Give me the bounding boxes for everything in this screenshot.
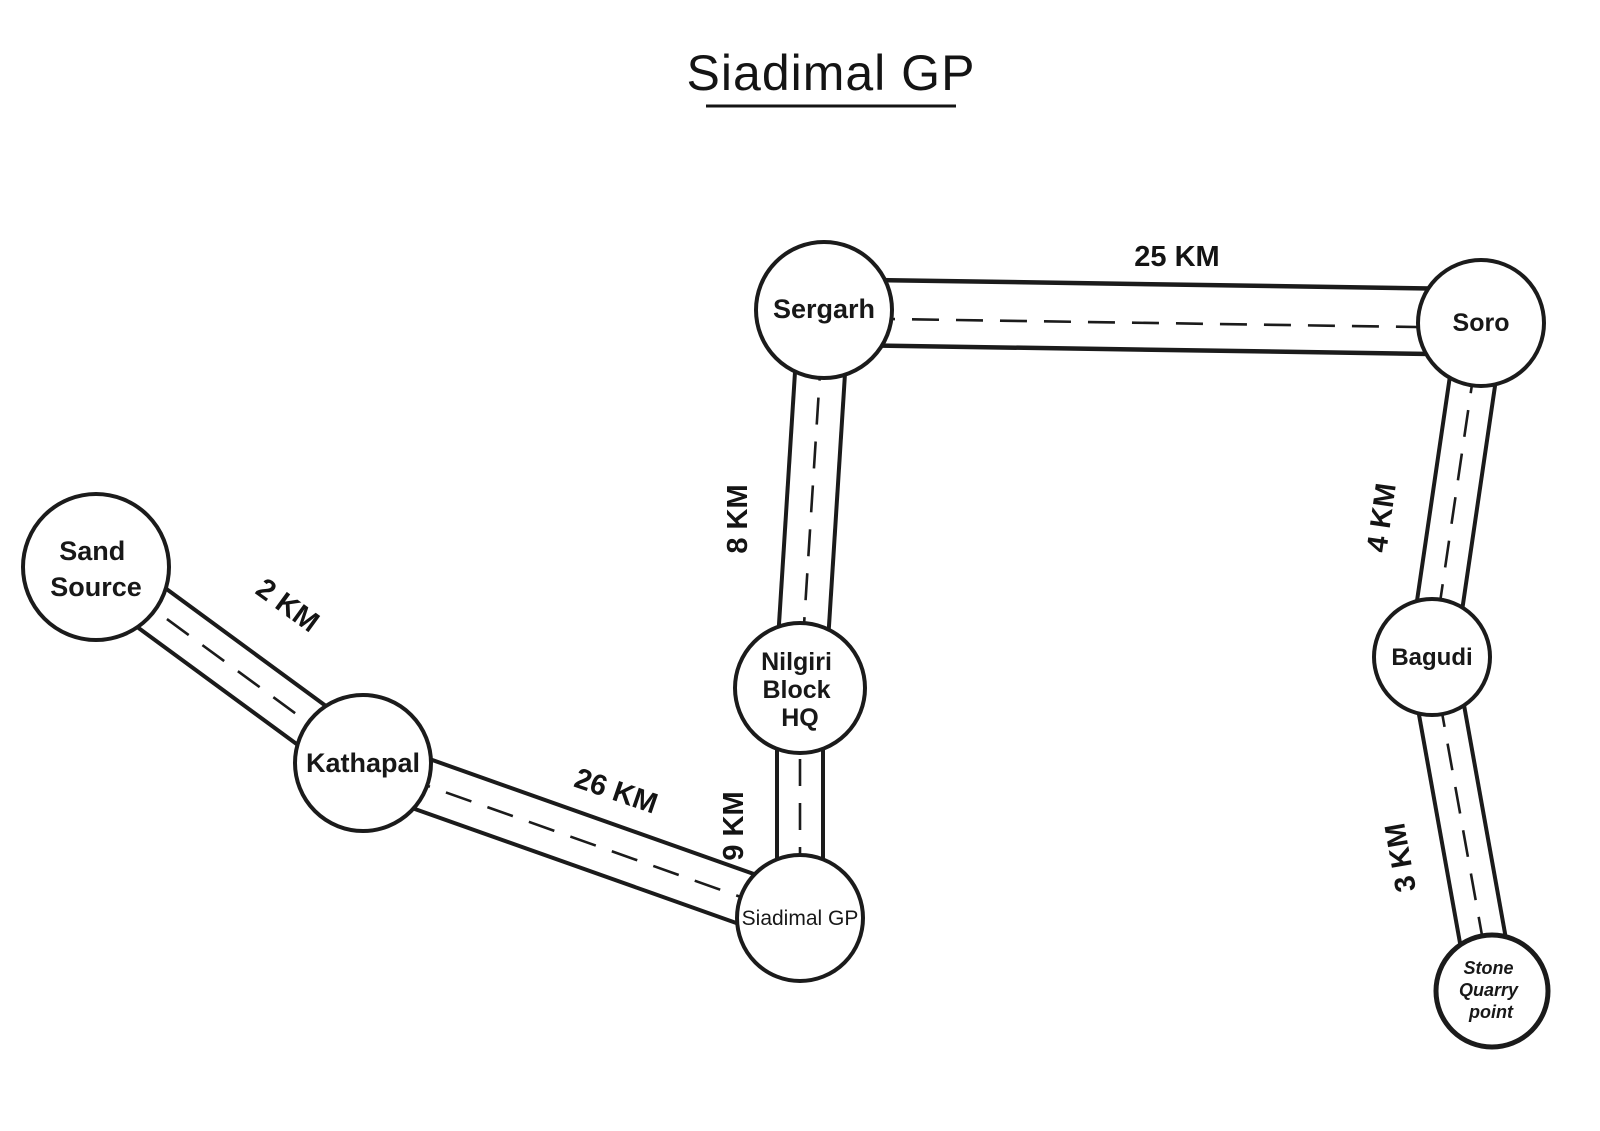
node-siadimal-gp: Siadimal GP: [735, 853, 865, 983]
road-centerline: [362, 761, 801, 920]
node-kathapal-circle: [293, 693, 433, 833]
node-nilgiri-label-line1: Nilgiri: [761, 648, 832, 676]
distance-label-sand-kathapal: 2 KM: [250, 572, 325, 639]
node-sergarh: Sergarh: [754, 240, 894, 380]
node-stone-quarry-label-line3: point: [1468, 1002, 1514, 1022]
node-bagudi-circle: [1372, 597, 1492, 717]
distance-label-soro-bagudi: 4 KM: [1361, 481, 1402, 554]
node-nilgiri-label-line2: Block: [762, 676, 830, 704]
svg-text:Sand Source: Sand Source: [50, 536, 142, 602]
node-stone-quarry-circle: [1433, 932, 1551, 1050]
distance-label-nilgiri-sergarh: 8 KM: [722, 484, 754, 553]
distance-label-sergarh-soro: 25 KM: [1134, 241, 1219, 273]
node-soro-circle: [1416, 258, 1546, 388]
node-siadimal-gp-label: Siadimal GP: [742, 907, 859, 930]
road-surface: [823, 281, 1482, 353]
road-centerline: [823, 316, 1482, 330]
road-kathapal-siadimal-gp: [353, 736, 810, 945]
svg-text:Nilgiri Block HQ: Nilgiri Block HQ: [761, 648, 839, 732]
page-title: Siadimal GP: [687, 45, 976, 101]
node-sand-source-label-line2: Source: [50, 572, 142, 602]
node-nilgiri-block-hq-circle: [733, 621, 867, 755]
node-kathapal: Kathapal: [293, 693, 433, 833]
node-sergarh-circle: [754, 240, 894, 380]
node-nilgiri-block-hq: Nilgiri Block HQ: [733, 621, 867, 755]
distance-label-siadimal-nilgiri: 9 KM: [718, 791, 750, 860]
node-nilgiri-label-line3: HQ: [781, 704, 819, 732]
node-bagudi: Bagudi: [1372, 597, 1492, 717]
node-stone-quarry-label-line2: Quarry: [1459, 980, 1519, 1000]
node-stone-quarry-label-line1: Stone: [1463, 958, 1513, 978]
node-sand-source-circle: [21, 492, 171, 642]
node-sand-source-label-line1: Sand: [59, 536, 125, 566]
node-soro-label: Soro: [1453, 309, 1510, 337]
road-sergarh-soro: [823, 277, 1482, 357]
node-kathapal-label: Kathapal: [306, 748, 420, 778]
node-sergarh-label: Sergarh: [773, 294, 875, 324]
node-soro: Soro: [1416, 258, 1546, 388]
svg-text:Stone Quarry point: Stone Quarry point: [1459, 958, 1523, 1022]
node-stone-quarry-point: Stone Quarry point: [1433, 932, 1551, 1050]
distance-label-bagudi-quarry: 3 KM: [1379, 821, 1423, 895]
node-sand-source: Sand Source: [21, 492, 171, 642]
node-bagudi-label: Bagudi: [1391, 644, 1472, 671]
node-siadimal-gp-circle: [735, 853, 865, 983]
